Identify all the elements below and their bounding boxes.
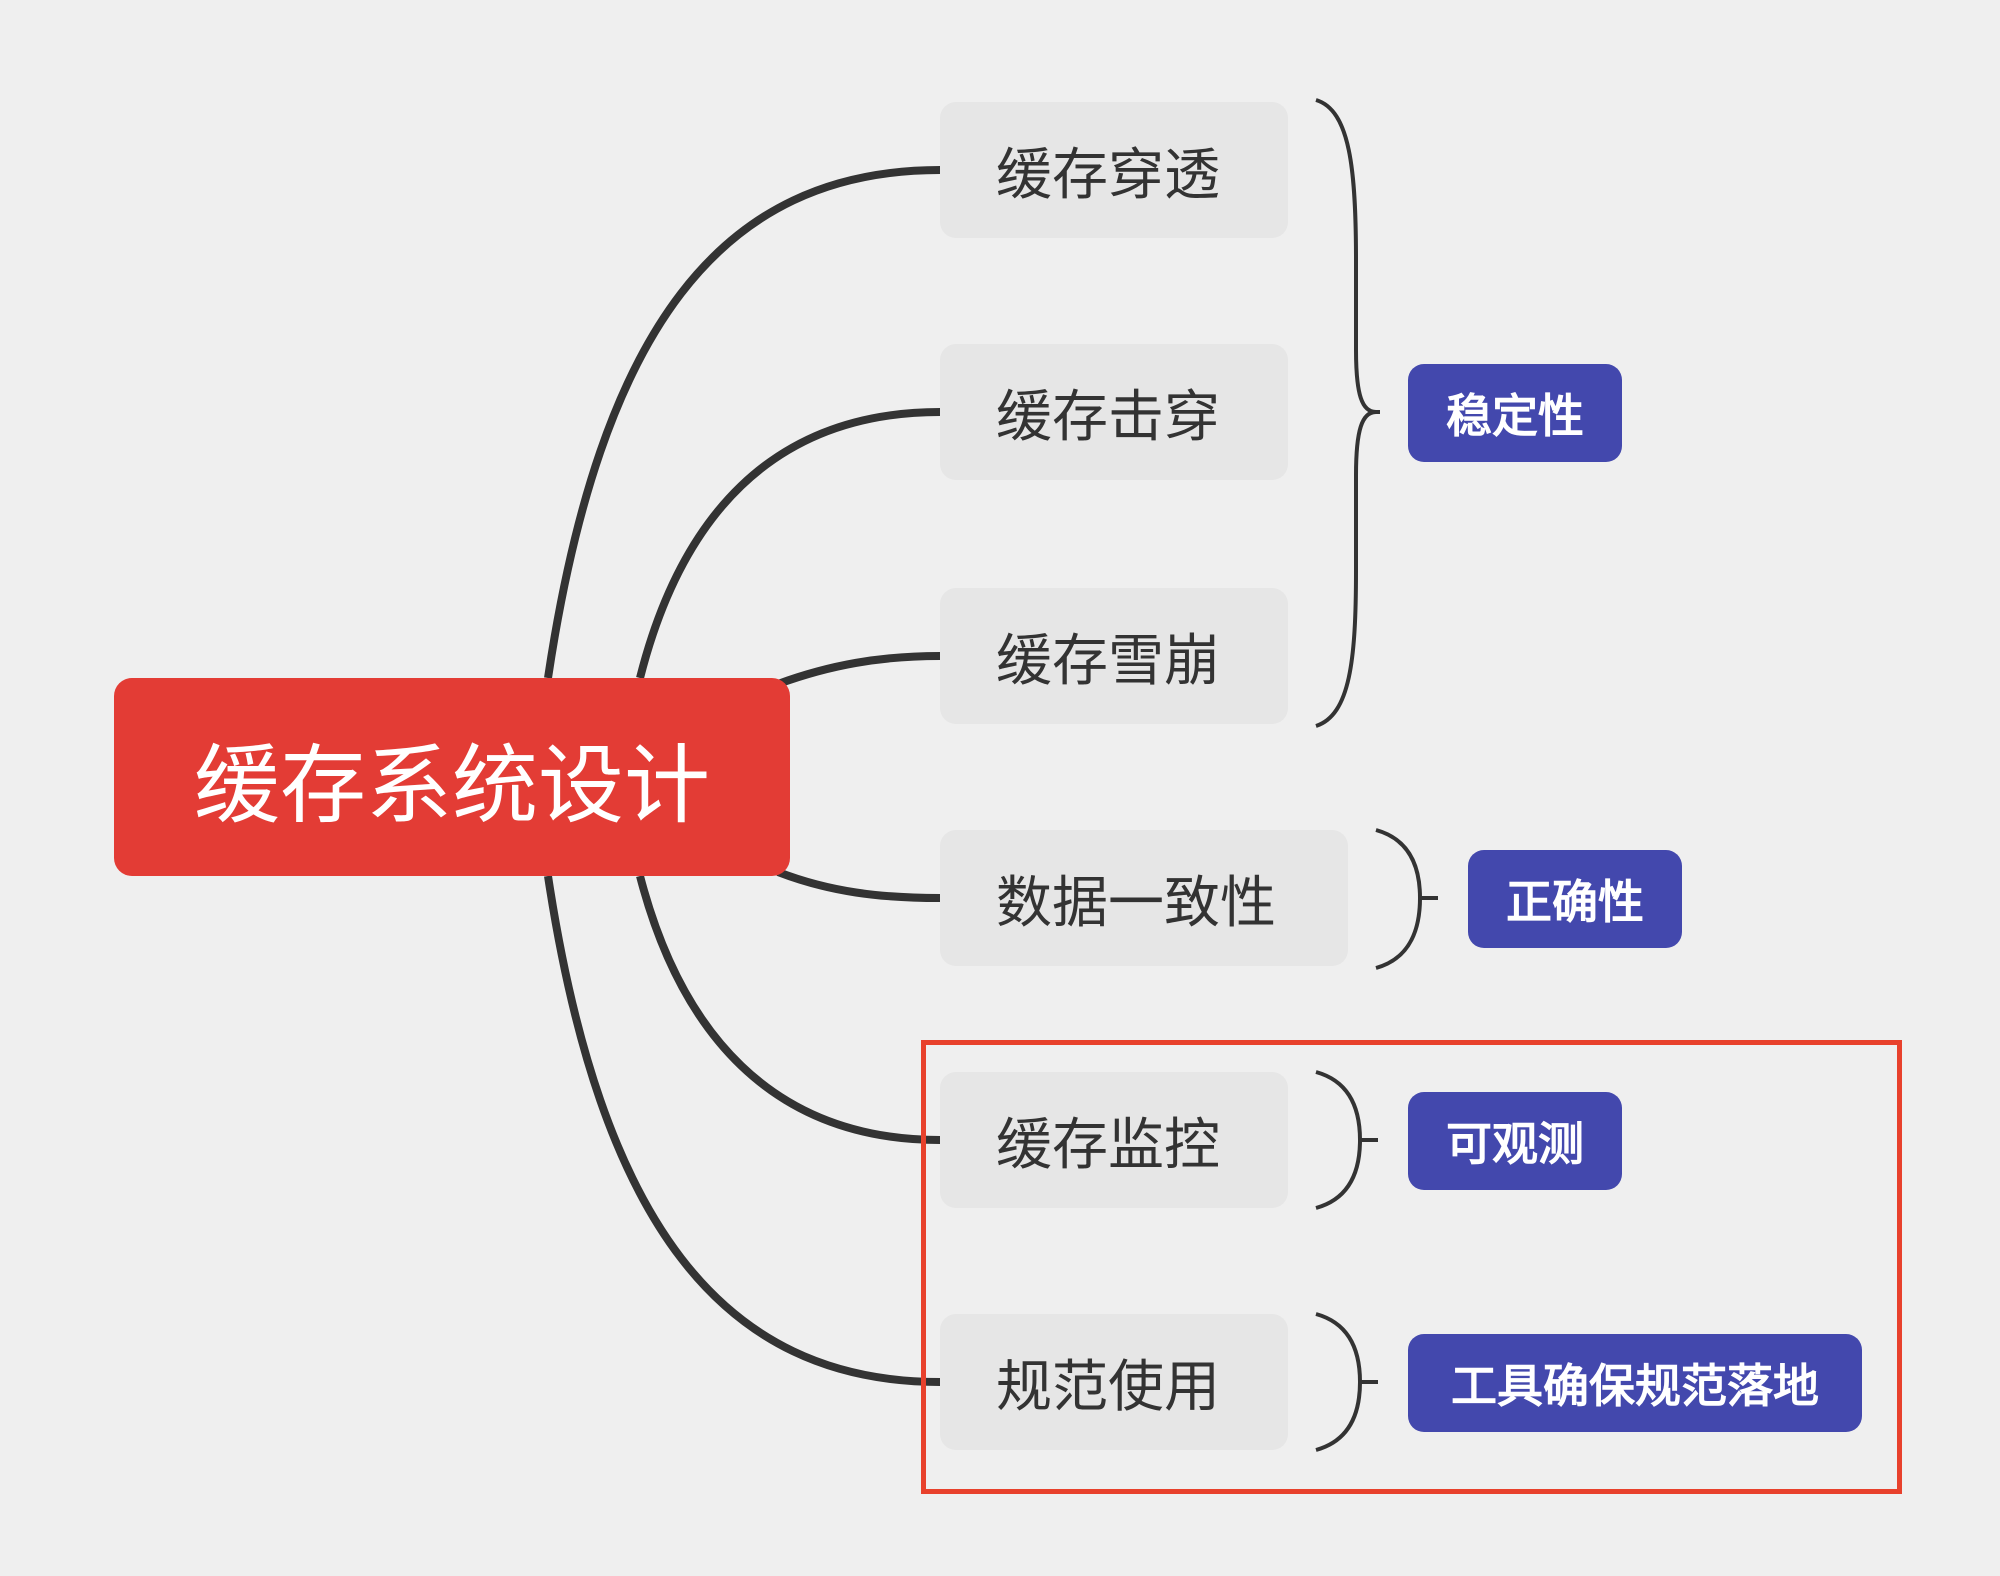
tag-observability[interactable]: 可观测 bbox=[1408, 1092, 1622, 1190]
branch-node-cache-avalanche[interactable]: 缓存雪崩 bbox=[940, 588, 1288, 724]
tag-stability[interactable]: 稳定性 bbox=[1408, 364, 1622, 462]
connector-branch-6 bbox=[544, 875, 941, 1386]
branch-node-data-consistency[interactable]: 数据一致性 bbox=[940, 830, 1348, 966]
branch-label: 规范使用 bbox=[996, 1354, 1220, 1420]
connector-branch-4 bbox=[776, 868, 941, 902]
root-node[interactable]: 缓存系统设计 bbox=[114, 678, 790, 876]
tag-label: 正确性 bbox=[1506, 875, 1644, 929]
branch-node-cache-penetration[interactable]: 缓存穿透 bbox=[940, 102, 1288, 238]
branch-node-cache-monitoring[interactable]: 缓存监控 bbox=[940, 1072, 1288, 1208]
tag-label: 可观测 bbox=[1446, 1117, 1584, 1171]
branch-label: 数据一致性 bbox=[996, 870, 1276, 936]
branch-label: 缓存监控 bbox=[996, 1112, 1220, 1178]
branch-label: 缓存穿透 bbox=[996, 142, 1220, 208]
brace-correctness bbox=[1375, 828, 1423, 970]
branch-node-standard-usage[interactable]: 规范使用 bbox=[940, 1314, 1288, 1450]
brace-stability bbox=[1315, 98, 1377, 728]
highlight-box bbox=[921, 1040, 1902, 1494]
branch-label: 缓存击穿 bbox=[996, 384, 1220, 450]
connector-branch-5 bbox=[636, 874, 941, 1144]
root-node-label: 缓存系统设计 bbox=[194, 735, 710, 836]
connector-branch-2 bbox=[636, 408, 941, 679]
tag-correctness[interactable]: 正确性 bbox=[1468, 850, 1682, 948]
tag-tooling-standards[interactable]: 工具确保规范落地 bbox=[1408, 1334, 1862, 1432]
connector-branch-1 bbox=[544, 166, 941, 679]
tag-label: 稳定性 bbox=[1446, 389, 1584, 443]
branch-label: 缓存雪崩 bbox=[996, 628, 1220, 694]
tag-label: 工具确保规范落地 bbox=[1451, 1359, 1819, 1413]
branch-node-cache-breakdown[interactable]: 缓存击穿 bbox=[940, 344, 1288, 480]
connector-branch-3 bbox=[776, 652, 941, 688]
